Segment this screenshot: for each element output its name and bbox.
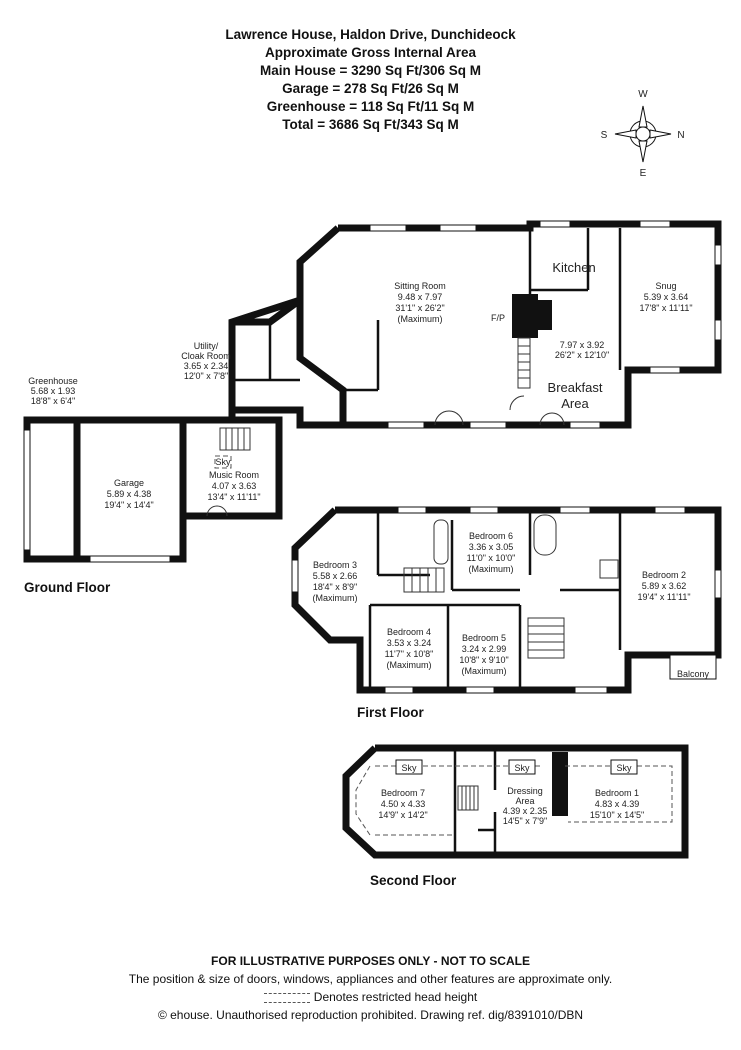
bedroom-4-label: Bedroom 4 (387, 627, 431, 637)
fireplace-label: F/P (491, 313, 505, 323)
music-room-imperial: 13'4" x 11'11" (207, 492, 260, 502)
area-greenhouse: Greenhouse = 118 Sq Ft/11 Sq M (266, 99, 475, 114)
music-room-metric: 4.07 x 3.63 (212, 481, 257, 491)
head-height-text: Denotes restricted head height (313, 990, 478, 1004)
area-main-house: Main House = 3290 Sq Ft/306 Sq M (260, 63, 481, 78)
snug-imperial: 17'8" x 11'11" (639, 303, 692, 313)
bedroom-3-imperial: 18'4" x 8'9" (313, 582, 357, 592)
dressing-imperial: 14'5" x 7'9" (503, 816, 547, 826)
bedroom-6-label: Bedroom 6 (469, 531, 513, 541)
bedroom-2-imperial: 19'4" x 11'11" (637, 592, 690, 602)
bedroom-7-metric: 4.50 x 4.33 (381, 799, 426, 809)
sky-label-dressing: Sky (514, 763, 530, 773)
bedroom-6-imperial: 11'0" x 10'0" (467, 553, 516, 563)
dashed-line-key-icon (263, 992, 310, 1003)
greenhouse-metric: 5.68 x 1.93 (31, 386, 76, 396)
sitting-room-note: (Maximum) (398, 314, 443, 324)
dressing-label-1: Dressing (507, 786, 543, 796)
bedroom-2-label: Bedroom 2 (642, 570, 686, 580)
disclaimer-title: FOR ILLUSTRATIVE PURPOSES ONLY - NOT TO … (211, 954, 530, 968)
compass-n: N (677, 130, 684, 141)
bedroom-1-imperial: 15'10" x 14'5" (590, 810, 644, 820)
ground-floor-title: Ground Floor (24, 580, 111, 595)
first-floor-title: First Floor (357, 705, 424, 720)
second-floor-plan: Sky Sky Sky Bedroom 7 4.50 x 4.33 14'9" … (342, 744, 689, 859)
bedroom-6-metric: 3.36 x 3.05 (469, 542, 514, 552)
bedroom-6-note: (Maximum) (469, 564, 514, 574)
greenhouse-imperial: 18'8" x 6'4" (31, 396, 75, 406)
disclaimer-text: The position & size of doors, windows, a… (128, 972, 613, 986)
dressing-label-2: Area (515, 796, 534, 806)
bedroom-3-label: Bedroom 3 (313, 560, 357, 570)
garage-label: Garage (114, 478, 144, 488)
snug-metric: 5.39 x 3.64 (644, 292, 689, 302)
utility-label-1: Utility/ (194, 341, 219, 351)
bedroom-3-note: (Maximum) (313, 593, 358, 603)
bedroom-1-metric: 4.83 x 4.39 (595, 799, 640, 809)
sky-label-bed7: Sky (401, 763, 417, 773)
snug-label: Snug (655, 281, 676, 291)
garage-imperial: 19'4" x 14'4" (104, 500, 153, 510)
bedroom-4-note: (Maximum) (387, 660, 432, 670)
bedroom-4-metric: 3.53 x 3.24 (387, 638, 432, 648)
area-garage: Garage = 278 Sq Ft/26 Sq M (282, 81, 459, 96)
copyright-text: © ehouse. Unauthorised reproduction proh… (157, 1008, 584, 1022)
area-total: Total = 3686 Sq Ft/343 Sq M (282, 117, 459, 132)
breakfast-metric: 7.97 x 3.92 (560, 340, 605, 350)
bedroom-5-metric: 3.24 x 2.99 (462, 644, 507, 654)
bedroom-7-label: Bedroom 7 (381, 788, 425, 798)
bedroom-2-metric: 5.89 x 3.62 (642, 581, 687, 591)
breakfast-label-2: Area (561, 396, 589, 411)
property-header: Lawrence House, Haldon Drive, Dunchideoc… (0, 26, 741, 134)
utility-imperial: 12'0" x 7'8" (184, 371, 228, 381)
music-room-label: Music Room (209, 470, 259, 480)
music-sky-label: Sky (215, 457, 231, 467)
balcony-label: Balcony (677, 669, 710, 679)
compass-e: E (640, 168, 647, 179)
breakfast-imperial: 26'2" x 12'10" (555, 350, 609, 360)
first-floor-plan: Bedroom 3 5.58 x 2.66 18'4" x 8'9" (Maxi… (291, 506, 722, 694)
sitting-room-imperial: 31'1" x 26'2" (395, 303, 444, 313)
bedroom-1-label: Bedroom 1 (595, 788, 639, 798)
sky-label-bed1: Sky (616, 763, 632, 773)
area-heading: Approximate Gross Internal Area (264, 45, 477, 60)
compass-w: W (638, 89, 648, 100)
greenhouse-label: Greenhouse (28, 376, 78, 386)
ground-floor-plan: Sitting Room 9.48 x 7.97 31'1" x 26'2" (… (23, 220, 722, 563)
head-height-key: Denotes restricted head height (0, 988, 741, 1006)
utility-metric: 3.65 x 2.34 (184, 361, 229, 371)
disclaimer-footer: FOR ILLUSTRATIVE PURPOSES ONLY - NOT TO … (0, 952, 741, 1024)
kitchen-label: Kitchen (552, 260, 595, 275)
dressing-metric: 4.39 x 2.35 (503, 806, 548, 816)
garage-metric: 5.89 x 4.38 (107, 489, 152, 499)
second-floor-title: Second Floor (370, 873, 457, 888)
sitting-room-label: Sitting Room (394, 281, 446, 291)
sitting-room-metric: 9.48 x 7.97 (398, 292, 443, 302)
compass-rose: W E S N (601, 89, 685, 179)
bedroom-5-label: Bedroom 5 (462, 633, 506, 643)
bedroom-7-imperial: 14'9" x 14'2" (378, 810, 427, 820)
utility-label-2: Cloak Room (181, 351, 231, 361)
bedroom-5-note: (Maximum) (462, 666, 507, 676)
breakfast-label-1: Breakfast (548, 380, 603, 395)
bedroom-4-imperial: 11'7" x 10'8" (385, 649, 434, 659)
bedroom-3-metric: 5.58 x 2.66 (313, 571, 358, 581)
compass-s: S (601, 130, 608, 141)
bedroom-5-imperial: 10'8" x 9'10" (459, 655, 508, 665)
property-title: Lawrence House, Haldon Drive, Dunchideoc… (225, 27, 516, 42)
